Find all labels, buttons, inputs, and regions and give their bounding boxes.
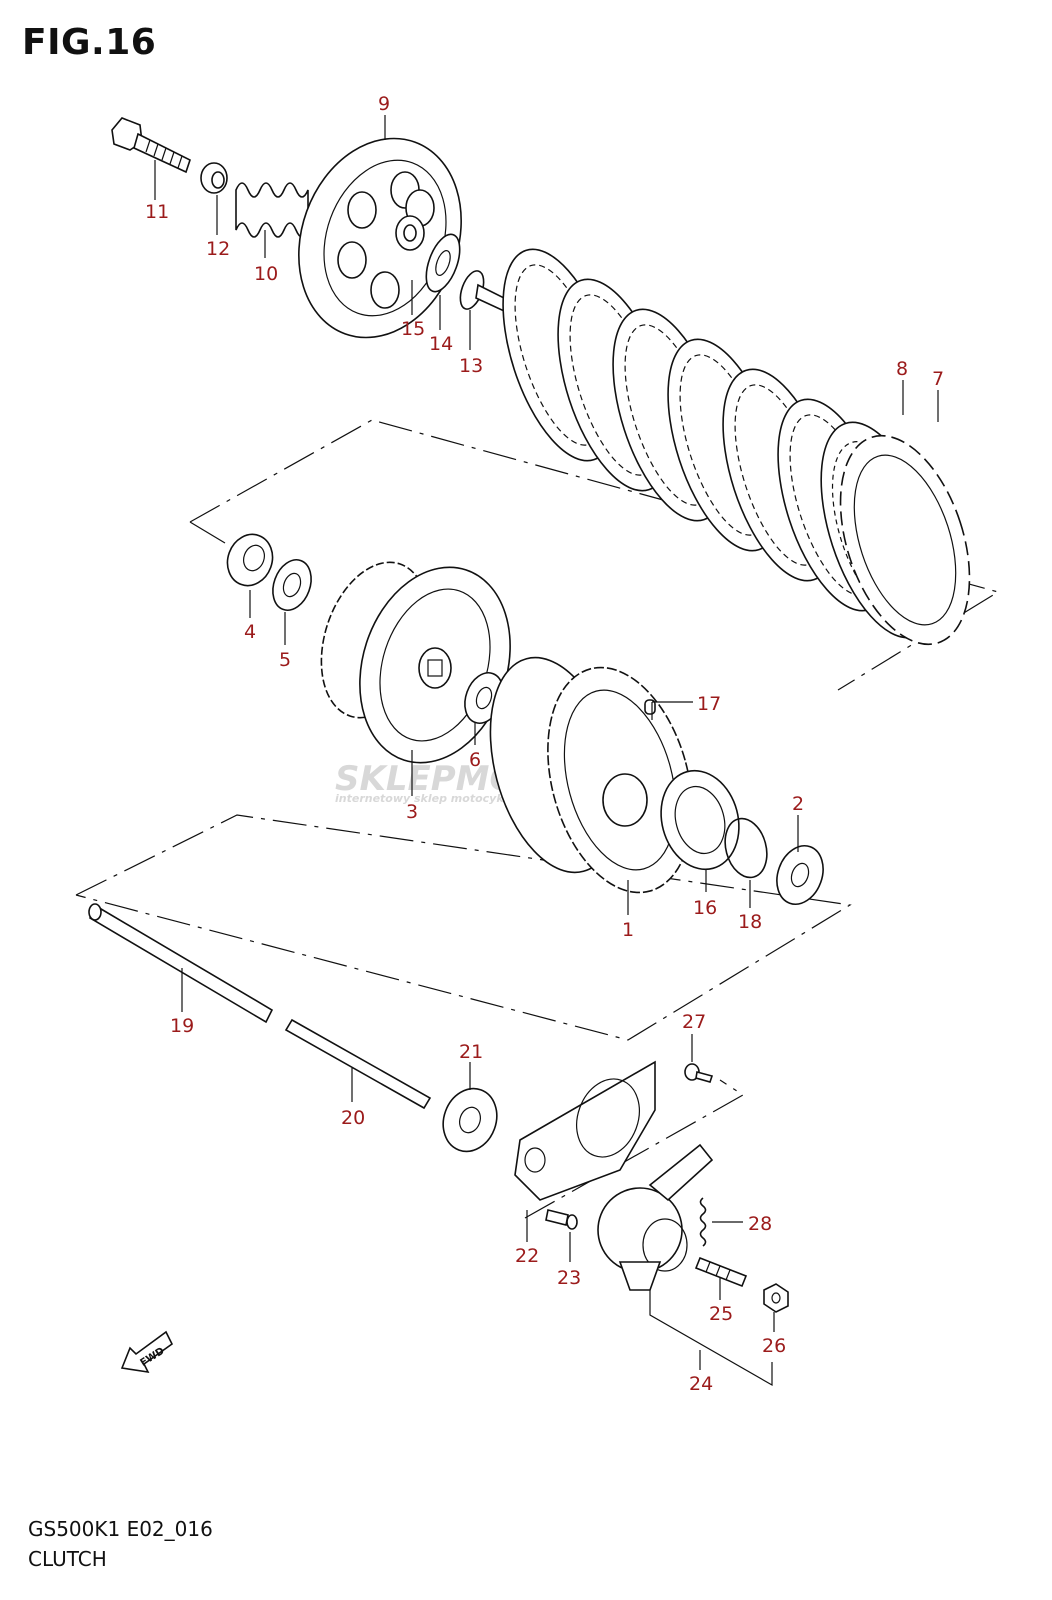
callout-14: 14 bbox=[429, 333, 453, 355]
callout-13: 13 bbox=[459, 355, 483, 377]
leader-lines bbox=[154, 115, 939, 1370]
clutch-housing bbox=[489, 656, 693, 894]
callout-6: 6 bbox=[469, 749, 481, 771]
watermark-tagline: internetowy sklep motocyklowy bbox=[335, 792, 533, 805]
adjust-screw bbox=[694, 1256, 748, 1288]
spring-28 bbox=[699, 1197, 707, 1247]
push-rod-long bbox=[88, 903, 274, 1024]
pressure-plate bbox=[298, 137, 462, 339]
callout-27: 27 bbox=[682, 1011, 706, 1033]
clutch-nut bbox=[226, 533, 274, 587]
callout-9: 9 bbox=[378, 93, 390, 115]
callout-3: 3 bbox=[406, 801, 418, 823]
callout-1: 1 bbox=[622, 919, 634, 941]
callout-23: 23 bbox=[557, 1267, 581, 1289]
clutch-bolt bbox=[111, 117, 191, 174]
callout-15: 15 bbox=[401, 318, 425, 340]
gasket bbox=[514, 1060, 656, 1201]
circlip bbox=[724, 817, 768, 879]
bearing bbox=[425, 233, 461, 293]
callout-28: 28 bbox=[748, 1213, 772, 1235]
callout-11: 11 bbox=[145, 201, 169, 223]
callouts: 9 11 12 10 15 14 13 8 7 4 5 6 17 3 2 16 … bbox=[145, 93, 944, 1395]
fwd-arrow-icon: FWD bbox=[120, 1330, 174, 1374]
bolt-27 bbox=[684, 1063, 714, 1083]
callout-12: 12 bbox=[206, 238, 230, 260]
callout-5: 5 bbox=[279, 649, 291, 671]
callout-7: 7 bbox=[932, 368, 944, 390]
callout-10: 10 bbox=[254, 263, 278, 285]
callout-25: 25 bbox=[709, 1303, 733, 1325]
clutch-spring bbox=[235, 182, 309, 238]
lock-nut bbox=[763, 1283, 789, 1313]
release-assembly bbox=[597, 1143, 714, 1291]
assembly-box-lower bbox=[75, 814, 852, 1041]
washer-2 bbox=[776, 845, 824, 905]
spring-washer bbox=[200, 162, 228, 194]
lock-washer bbox=[272, 559, 312, 611]
callout-18: 18 bbox=[738, 911, 762, 933]
section-name: CLUTCH bbox=[28, 1547, 107, 1571]
callout-20: 20 bbox=[341, 1107, 365, 1129]
callout-26: 26 bbox=[762, 1335, 786, 1357]
spacer-bushing bbox=[660, 769, 740, 871]
callout-17: 17 bbox=[697, 693, 721, 715]
driven-plate bbox=[839, 434, 971, 646]
model-code: GS500K1 E02_016 bbox=[28, 1517, 213, 1541]
callout-16: 16 bbox=[693, 897, 717, 919]
callout-21: 21 bbox=[459, 1041, 483, 1063]
screw-23 bbox=[545, 1209, 578, 1230]
oil-seal bbox=[442, 1087, 498, 1153]
callout-2: 2 bbox=[792, 793, 804, 815]
figure-title: FIG.16 bbox=[22, 22, 157, 63]
callout-24: 24 bbox=[689, 1373, 713, 1395]
callout-4: 4 bbox=[244, 621, 256, 643]
callout-22: 22 bbox=[515, 1245, 539, 1267]
callout-8: 8 bbox=[896, 358, 908, 380]
callout-19: 19 bbox=[170, 1015, 194, 1037]
push-rod-short bbox=[284, 1018, 432, 1110]
